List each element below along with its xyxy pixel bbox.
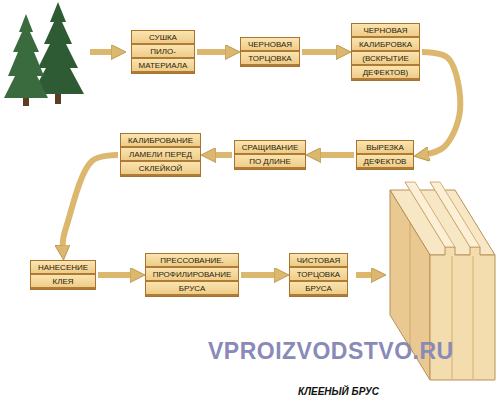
watermark-text: VPROIZVODSTVO.RU (208, 338, 454, 365)
flow-arrow (98, 272, 137, 278)
process-label: ПРЕССОВАНИЕ. ПРОФИЛИРОВАНИЕ БРУСА (152, 254, 232, 296)
tongue-top (405, 182, 455, 247)
flow-arrow (422, 52, 460, 155)
tree-trunk (23, 98, 29, 106)
lamella-line (410, 222, 411, 347)
lamella-line (473, 256, 474, 379)
caption-text: КЛЕЕНЫЙ БРУС (298, 386, 379, 397)
flow-arrow (63, 155, 118, 252)
fir-tree (4, 14, 48, 106)
process-box: ВЫРЕЗКА ДЕФЕКТОВ (356, 140, 414, 170)
process-label: ЧЕРНОВАЯ ТОРЦОВКА (247, 38, 293, 66)
flow-arrow (90, 49, 118, 55)
process-label: СУШКА ПИЛО- МАТЕРИАЛА (138, 31, 188, 73)
process-label: КАЛИБРОВАНИЕ ЛАМЕЛИ ПЕРЕД СКЛЕЙКОЙ (127, 134, 194, 176)
process-box: СУШКА ПИЛО- МАТЕРИАЛА (131, 30, 195, 74)
process-label: НАНЕСЕНИЕ КЛЕЯ (37, 261, 89, 289)
process-box: ПРЕССОВАНИЕ. ПРОФИЛИРОВАНИЕ БРУСА (145, 253, 239, 297)
process-label: СРАЩИВАНИЕ ПО ДЛИНЕ (241, 141, 299, 169)
process-box: ЧИСТОВАЯ ТОРЦОВКА БРУСА (289, 253, 348, 297)
tongue-top (430, 182, 480, 247)
process-label: ЧЕРНОВАЯ КАЛИБРОВКА (ВСКРЫТИЕ ДЕФЕКТОВ) (358, 24, 413, 80)
tree-trunk (55, 94, 61, 104)
flow-arrow (356, 272, 378, 278)
flow-arrow (302, 49, 343, 55)
process-box: КАЛИБРОВАНИЕ ЛАМЕЛИ ПЕРЕД СКЛЕЙКОЙ (120, 133, 201, 177)
flow-arrow (241, 272, 281, 278)
fir-tree (4, 14, 48, 98)
process-label: ЧИСТОВАЯ ТОРЦОВКА БРУСА (296, 254, 341, 296)
process-box: ЧЕРНОВАЯ КАЛИБРОВКА (ВСКРЫТИЕ ДЕФЕКТОВ) (351, 23, 420, 81)
flow-arrow (209, 152, 232, 158)
fir-tree (32, 2, 84, 94)
process-box: ЧЕРНОВАЯ ТОРЦОВКА (240, 37, 300, 67)
process-label: ВЫРЕЗКА ДЕФЕКТОВ (363, 141, 407, 169)
process-box: СРАЩИВАНИЕ ПО ДЛИНЕ (234, 140, 306, 170)
flow-arrow (314, 152, 354, 158)
flow-arrow (197, 49, 232, 55)
process-box: НАНЕСЕНИЕ КЛЕЯ (30, 260, 96, 290)
